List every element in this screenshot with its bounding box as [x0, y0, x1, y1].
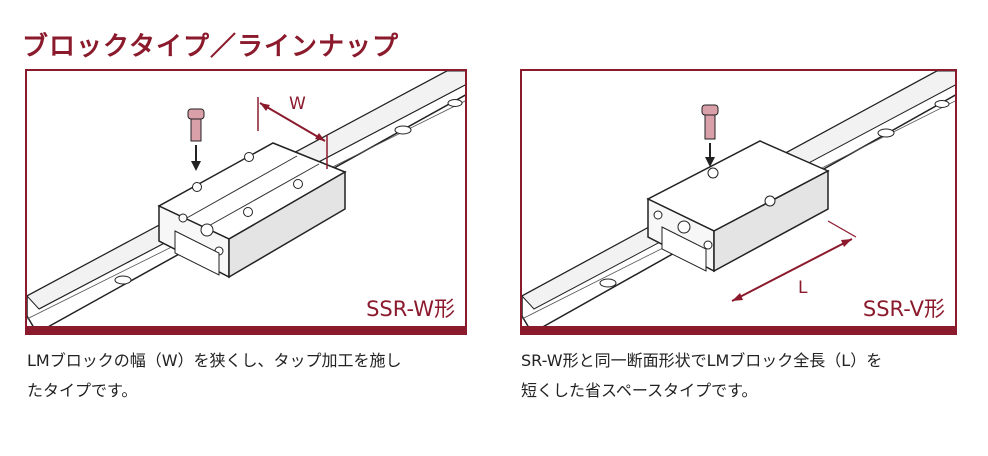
- card-footer-bar: [522, 326, 955, 333]
- model-label-ssr-v: SSR-V形: [862, 297, 945, 321]
- page-title: ブロックタイプ／ラインナップ: [22, 32, 399, 62]
- ssr-v-illustration: L: [522, 71, 955, 333]
- model-label-ssr-w: SSR-W形: [366, 297, 455, 321]
- product-card-ssr-v: L SSR-V形: [520, 69, 957, 335]
- card-footer-bar: [27, 326, 465, 333]
- lm-block: [646, 140, 830, 273]
- ssr-w-illustration: W: [27, 71, 465, 333]
- mounting-bolt: [187, 108, 205, 171]
- description-ssr-w: LMブロックの幅（W）を狭くし、タップ加工を施し たタイプです。: [27, 351, 402, 400]
- dimension-l: [731, 220, 857, 302]
- dimension-l-label: L: [798, 278, 808, 298]
- dimension-w: [257, 97, 328, 169]
- mounting-bolt: [701, 104, 719, 167]
- product-card-ssr-w: W SSR-W形: [25, 69, 467, 335]
- lm-block: [157, 142, 347, 279]
- dimension-w-label: W: [289, 94, 306, 114]
- description-ssr-v: SR-W形と同一断面形状でLMブロック全長（L）を 短くした省スペースタイプです…: [521, 351, 883, 400]
